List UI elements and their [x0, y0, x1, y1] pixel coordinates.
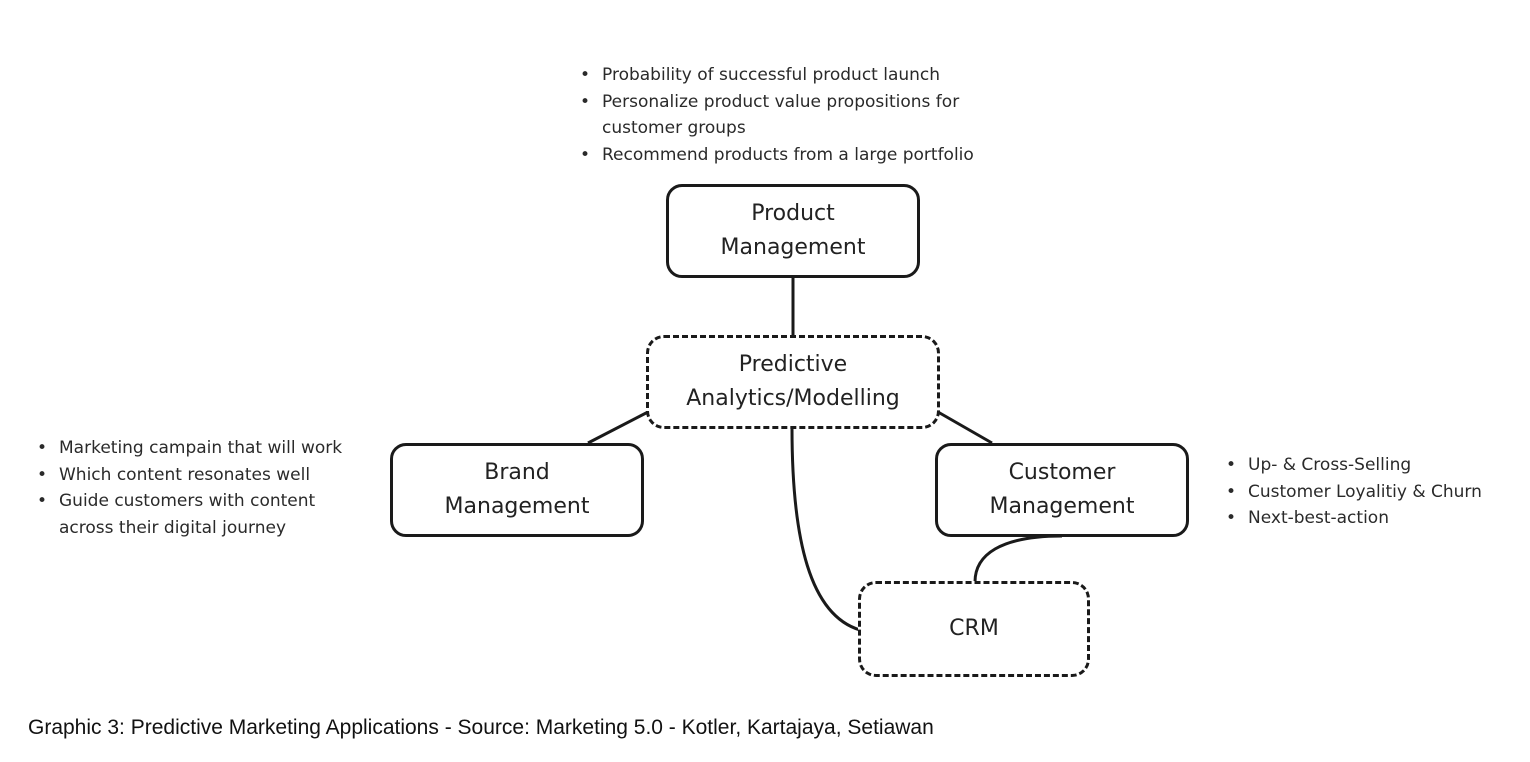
connector-predictive-brand — [587, 410, 649, 445]
crm-label: CRM — [949, 616, 999, 641]
note-item: Personalize product value propositions f… — [580, 89, 1000, 142]
product-management-label: Product Management — [720, 201, 866, 260]
customer-management-label: Customer Management — [989, 460, 1135, 519]
connector-customer-crm — [973, 534, 1063, 583]
note-item: Marketing campain that will work — [37, 435, 367, 462]
connector-predictive-crm — [790, 427, 861, 632]
product-management-box: Product Management — [666, 184, 920, 278]
connector-predictive-customer — [937, 410, 993, 445]
note-item: Up- & Cross-Selling — [1226, 452, 1526, 479]
customer-notes: Up- & Cross-Selling Customer Loyalitiy &… — [1226, 452, 1526, 532]
figure-caption: Graphic 3: Predictive Marketing Applicat… — [28, 716, 934, 739]
brand-notes: Marketing campain that will work Which c… — [37, 435, 367, 541]
brand-management-label: Brand Management — [444, 460, 590, 519]
crm-box: CRM — [858, 581, 1090, 677]
note-item: Next-best-action — [1226, 505, 1526, 532]
product-notes: Probability of successful product launch… — [580, 62, 1000, 168]
note-item: Customer Loyalitiy & Churn — [1226, 479, 1526, 506]
predictive-analytics-box: Predictive Analytics/Modelling — [646, 335, 940, 429]
customer-management-box: Customer Management — [935, 443, 1189, 537]
note-item: Recommend products from a large portfoli… — [580, 142, 1000, 169]
predictive-analytics-label: Predictive Analytics/Modelling — [686, 352, 900, 411]
note-item: Guide customers with content across thei… — [37, 488, 367, 541]
note-item: Which content resonates well — [37, 462, 367, 489]
note-item: Probability of successful product launch — [580, 62, 1000, 89]
brand-management-box: Brand Management — [390, 443, 644, 537]
